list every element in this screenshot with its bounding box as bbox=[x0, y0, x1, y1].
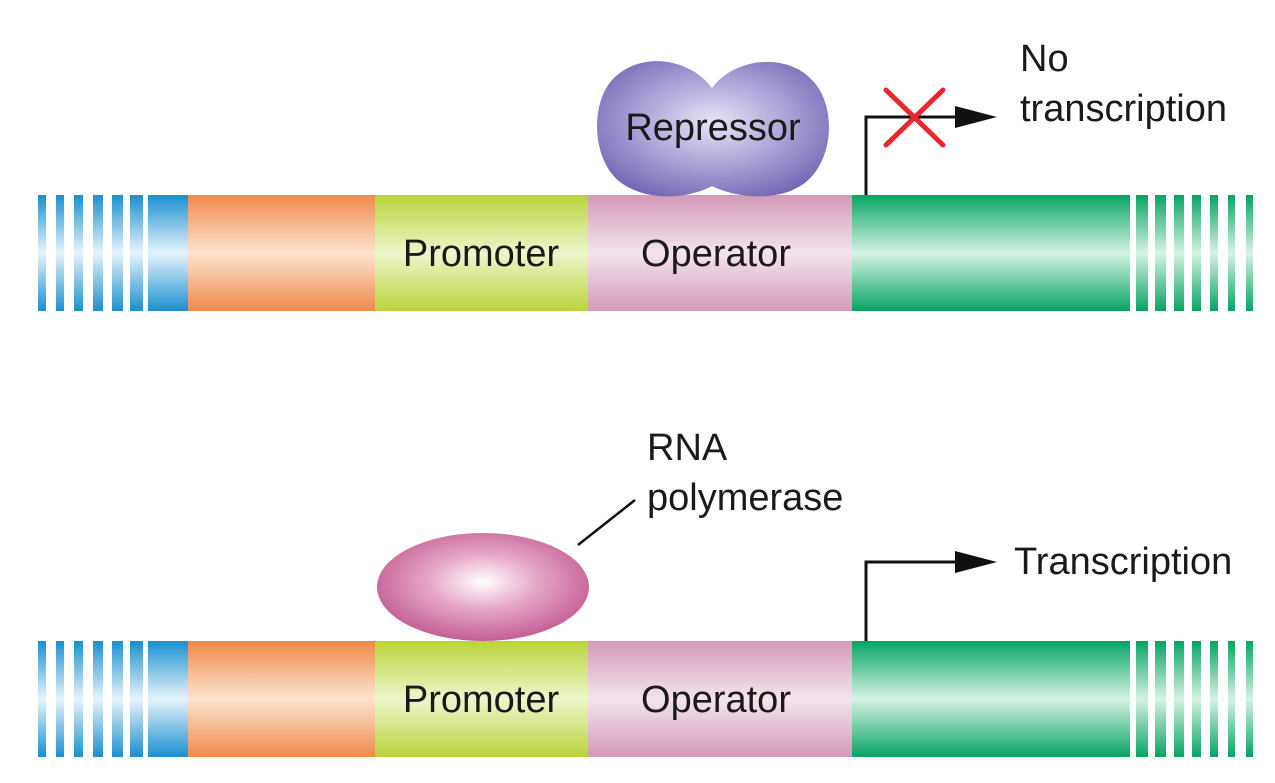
bottom-orange-segment bbox=[188, 641, 376, 757]
repressor-shape bbox=[597, 61, 829, 197]
repressor-label: Repressor bbox=[625, 107, 801, 149]
top-operator-segment bbox=[588, 195, 853, 311]
rna-polymerase-label-line1: RNA bbox=[647, 427, 728, 469]
top-gene-segment bbox=[852, 195, 1253, 311]
no-transcription-line2: transcription bbox=[1020, 88, 1227, 130]
rna-polymerase-leader-line bbox=[577, 499, 636, 546]
repressor: Repressor bbox=[597, 61, 829, 197]
top-dna-strand: Promoter Operator bbox=[38, 195, 1253, 311]
bottom-gene-segment bbox=[852, 641, 1253, 757]
rna-polymerase-label-line2: polymerase bbox=[647, 477, 843, 519]
rna-polymerase bbox=[377, 533, 589, 641]
no-transcription-line1: No bbox=[1020, 38, 1069, 80]
bottom-dna-strand: Promoter Operator bbox=[38, 641, 1253, 757]
bottom-operator-segment bbox=[588, 641, 853, 757]
blocked-transcription-arrow bbox=[864, 106, 997, 195]
top-promoter-segment bbox=[375, 195, 589, 311]
top-left-blue-segment bbox=[38, 195, 189, 311]
bottom-promoter-label: Promoter bbox=[403, 679, 560, 721]
top-operator-label: Operator bbox=[641, 233, 791, 275]
transcription-arrow bbox=[864, 551, 997, 641]
transcription-label: Transcription bbox=[1014, 541, 1232, 583]
bottom-operator-label: Operator bbox=[641, 679, 791, 721]
top-promoter-label: Promoter bbox=[403, 233, 560, 275]
blocked-x-icon bbox=[883, 87, 946, 148]
top-orange-segment bbox=[188, 195, 376, 311]
bottom-left-blue-segment bbox=[38, 641, 189, 757]
bottom-promoter-segment bbox=[375, 641, 589, 757]
